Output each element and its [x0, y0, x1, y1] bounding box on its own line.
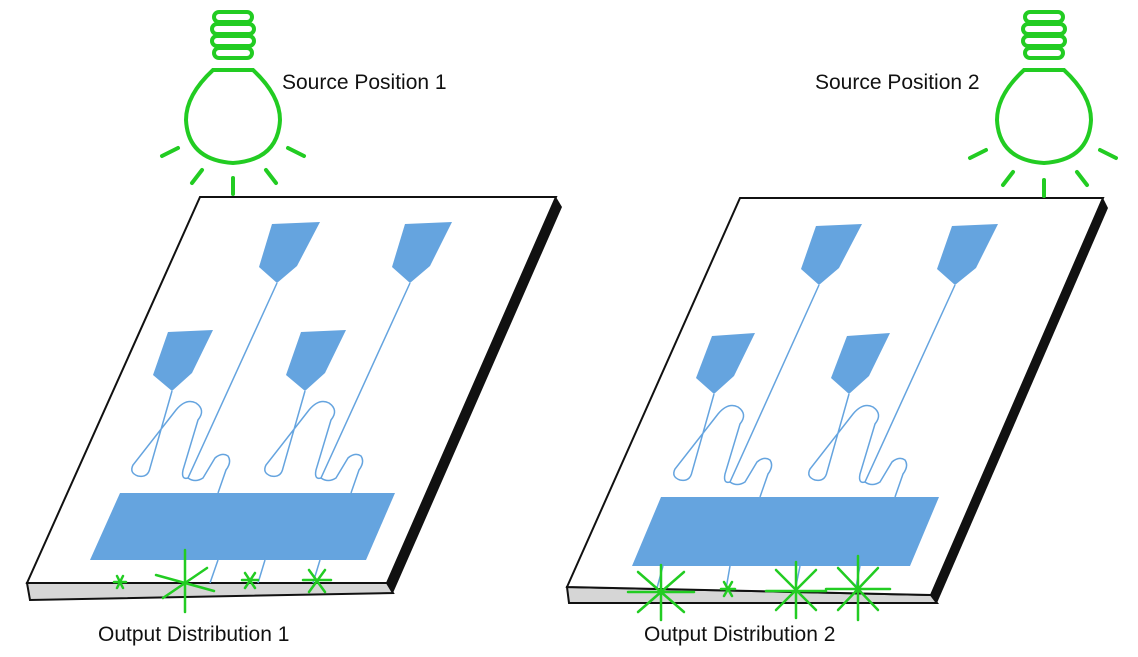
collector-bar-1: [90, 493, 395, 560]
channels-1: [131, 282, 411, 584]
microfluidic-pattern-1: [90, 222, 452, 584]
pad-2c: [696, 333, 755, 394]
output-label-1: Output Distribution 1: [98, 623, 289, 646]
output-mark-1b: [154, 548, 216, 614]
slab-2-right-side: [931, 198, 1108, 603]
channel-2d: [864, 284, 956, 498]
slab-1-bottom-side: [25, 582, 395, 602]
light-bulb-icon: [160, 10, 306, 196]
slab-2-top-face: [565, 197, 1105, 597]
output-mark-2b: [719, 580, 737, 598]
outlet-1b: [257, 559, 266, 584]
output-mark-1d: [301, 568, 333, 594]
slab-1-top-face: [25, 196, 558, 584]
light-bulb-icon: [968, 10, 1118, 198]
output-mark-2a: [626, 563, 696, 622]
channel-2c: [808, 393, 880, 484]
pad-2b: [937, 224, 998, 285]
channel-1d: [320, 282, 411, 494]
panel-1: [25, 10, 562, 614]
collector-bar-2: [632, 497, 939, 566]
panel-2: [565, 10, 1118, 622]
channel-1a: [131, 390, 203, 480]
source-label-2: Source Position 2: [815, 71, 980, 94]
pad-1b: [392, 222, 452, 283]
channel-2b: [729, 284, 820, 498]
output-marks-1: [112, 548, 333, 614]
pad-2a: [801, 224, 862, 285]
pad-2d: [831, 333, 890, 394]
channel-1b: [187, 282, 278, 494]
output-label-2: Output Distribution 2: [644, 623, 835, 646]
output-marks-2: [626, 554, 892, 622]
output-mark-1c: [240, 571, 260, 590]
channel-1c: [264, 390, 336, 480]
pad-1d: [286, 330, 346, 391]
microfluidic-pattern-2: [632, 224, 998, 593]
outlet-1a: [209, 559, 219, 584]
pad-1a: [259, 222, 320, 283]
output-mark-1a: [112, 574, 128, 590]
pad-1c: [153, 330, 213, 391]
output-mark-2d: [824, 554, 892, 622]
slab-1: [25, 196, 562, 602]
slab-2: [565, 197, 1108, 604]
source-label-1: Source Position 1: [282, 71, 447, 94]
output-mark-2c: [764, 560, 828, 620]
slab-1-right-side: [387, 197, 562, 593]
channel-2a: [673, 393, 745, 484]
